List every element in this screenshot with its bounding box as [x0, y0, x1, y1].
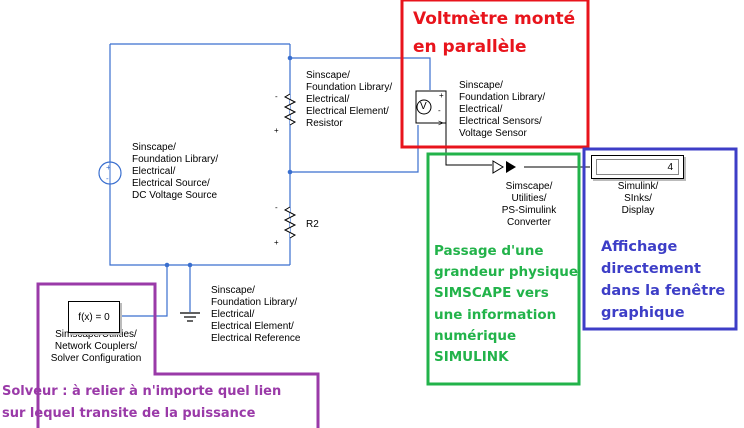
svg-text:-: -	[106, 174, 109, 183]
ps-simulink-converter-icon	[492, 160, 516, 174]
display-annotation: Affichage directement dans la fenêtre gr…	[601, 239, 726, 321]
svg-text:>: >	[438, 118, 443, 128]
solver-configuration-label: Simscape/Utilities/ Network Couplers/ So…	[50, 329, 142, 364]
display-highlight-box	[582, 147, 738, 331]
svg-text:+: +	[106, 163, 111, 172]
solver-annotation: Solveur : à relier à n'importe quel lien…	[2, 384, 282, 421]
svg-text:+: +	[274, 126, 279, 135]
solver-highlight-box	[36, 282, 320, 428]
voltage-sensor-symbol: V	[420, 101, 427, 112]
electrical-reference-label: Sinscape/ Foundation Library/ Electrical…	[211, 285, 301, 344]
resistor-icon: - +	[274, 92, 297, 135]
svg-text:+: +	[439, 91, 444, 100]
resistor-r2-icon: - +	[274, 203, 297, 247]
signal-sensor-converter	[445, 120, 492, 166]
display-block[interactable]: 4	[591, 155, 684, 179]
wire-sensor-top	[290, 57, 431, 90]
ground-icon	[180, 312, 200, 322]
voltmeter-annotation: Voltmètre monté en parallèle	[413, 9, 576, 57]
voltage-sensor-label: Sinscape/ Foundation Library/ Electrical…	[459, 80, 546, 139]
wire-left-rail	[109, 44, 290, 266]
dc-voltage-source-label: Sinscape/ Foundation Library/ Electrical…	[132, 142, 219, 201]
dc-voltage-source-icon: + -	[98, 161, 122, 185]
voltmeter-highlight-box	[400, 0, 590, 149]
wire-sensor-bottom	[290, 125, 419, 173]
display-value: 4	[667, 161, 673, 173]
converter-highlight-box	[426, 152, 581, 386]
svg-text:-: -	[275, 92, 278, 101]
svg-text:-: -	[275, 203, 278, 212]
converter-annotation: Passage d'une grandeur physique SIMSCAPE…	[434, 243, 578, 366]
display-label: Simulink/ SInks/ Display	[617, 181, 659, 216]
solver-configuration-block[interactable]: f(x) = 0	[68, 301, 120, 333]
r2-label: R2	[306, 219, 319, 230]
resistor-label: Sinscape/ Foundation Library/ Electrical…	[306, 70, 393, 129]
svg-text:-: -	[438, 106, 441, 115]
ps-simulink-converter-label: Simscape/ Utilities/ PS-Simulink Convert…	[501, 181, 557, 228]
svg-text:+: +	[274, 238, 279, 247]
wire-solver	[119, 265, 168, 317]
voltage-sensor-icon: + - >	[415, 90, 447, 128]
